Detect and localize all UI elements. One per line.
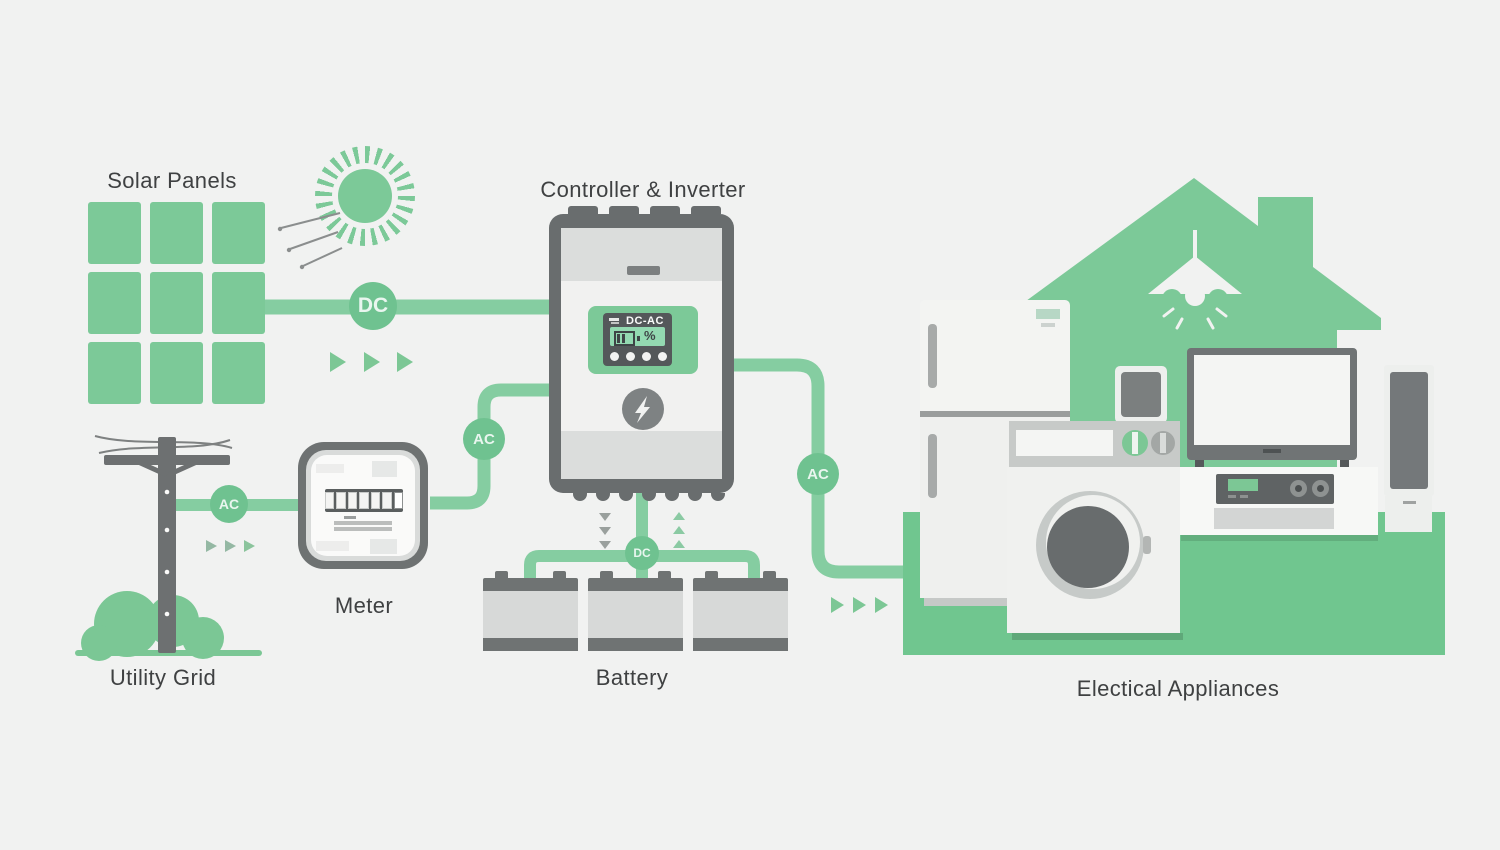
- solar-panel-cell: [212, 342, 265, 404]
- battery-terminal: [705, 571, 718, 579]
- meter-digit-display: [325, 489, 403, 512]
- charge-arrow-down: [599, 513, 611, 521]
- washer-knob: [1122, 430, 1148, 456]
- label-solar-panels: Solar Panels: [107, 168, 237, 193]
- label-meter: Meter: [334, 593, 394, 618]
- flow-arrow: [206, 540, 217, 552]
- battery-unit: [693, 571, 788, 651]
- dc-badge-solar: DC: [349, 282, 397, 330]
- controller-screen: DC-AC %: [603, 313, 672, 366]
- flow-arrow: [225, 540, 236, 552]
- battery-terminal: [658, 571, 671, 579]
- flow-arrow: [330, 352, 346, 372]
- brand-logo-icon: [622, 388, 664, 430]
- flow-arrow: [831, 597, 844, 613]
- controller-inverter-unit: DC-AC %: [549, 206, 734, 501]
- fridge-handle: [928, 324, 937, 388]
- discharge-arrow-up: [673, 540, 685, 548]
- controller-buttons: [610, 352, 667, 361]
- flow-arrow: [853, 597, 866, 613]
- flow-arrow: [397, 352, 413, 372]
- solar-panel-cell: [212, 272, 265, 334]
- label-electrical-appliances: Electical Appliances: [1076, 676, 1280, 701]
- solar-panel-cell: [212, 202, 265, 264]
- av-receiver-icon: [1216, 474, 1334, 504]
- solar-panel-cell: [150, 202, 203, 264]
- tv-console-icon: [1178, 467, 1378, 541]
- battery-glyph-icon: [614, 331, 640, 346]
- flow-arrow: [244, 540, 255, 552]
- battery-terminal: [763, 571, 776, 579]
- battery-unit: [588, 571, 683, 651]
- label-utility-grid: Utility Grid: [109, 665, 217, 690]
- battery-terminal: [600, 571, 613, 579]
- charge-arrow-down: [599, 541, 611, 549]
- solar-panel-cell: [88, 272, 141, 334]
- screen-mode-text: DC-AC: [626, 315, 664, 327]
- signal-icon: [609, 318, 619, 321]
- discharge-arrow-up: [673, 526, 685, 534]
- flow-arrow: [875, 597, 888, 613]
- washer-door-handle: [1143, 536, 1151, 554]
- solar-panel-cell: [150, 272, 203, 334]
- fridge-handle: [928, 434, 937, 498]
- label-controller-inverter: Controller & Inverter: [540, 177, 746, 202]
- controller-display-module: DC-AC %: [588, 306, 698, 374]
- ac-badge-grid: AC: [210, 485, 248, 523]
- meter-unit: [298, 442, 428, 569]
- charge-arrow-down: [599, 527, 611, 535]
- solar-panel-cell: [150, 342, 203, 404]
- dc-badge-battery: DC: [625, 536, 659, 570]
- washer-control-panel: [1009, 421, 1180, 467]
- solar-panel-cell: [88, 202, 141, 264]
- console-drawer: [1214, 508, 1334, 529]
- battery-unit: [483, 571, 578, 651]
- utility-pole-icon: [75, 435, 262, 661]
- discharge-arrow-up: [673, 512, 685, 520]
- sun-icon: [315, 146, 415, 246]
- sun-rays-icon: [277, 212, 343, 270]
- label-battery: Battery: [595, 665, 669, 690]
- percent-text: %: [644, 328, 656, 343]
- battery-level-lcd: %: [610, 327, 665, 346]
- battery-terminal: [495, 571, 508, 579]
- tv-icon: [1187, 348, 1357, 468]
- washing-machine-icon: [1007, 421, 1183, 640]
- ac-badge-house: AC: [797, 453, 839, 495]
- vent-slot: [627, 266, 660, 275]
- ac-badge-meter: AC: [463, 418, 505, 460]
- power-lines: [176, 299, 905, 579]
- speaker-icon: [1384, 365, 1434, 532]
- battery-terminal: [553, 571, 566, 579]
- pendant-lamp-icon: [1148, 230, 1242, 330]
- washer-knob: [1151, 431, 1175, 455]
- solar-panel-array: [88, 202, 265, 404]
- flow-arrow: [364, 352, 380, 372]
- tablet-icon: [1115, 366, 1167, 423]
- solar-panel-cell: [88, 342, 141, 404]
